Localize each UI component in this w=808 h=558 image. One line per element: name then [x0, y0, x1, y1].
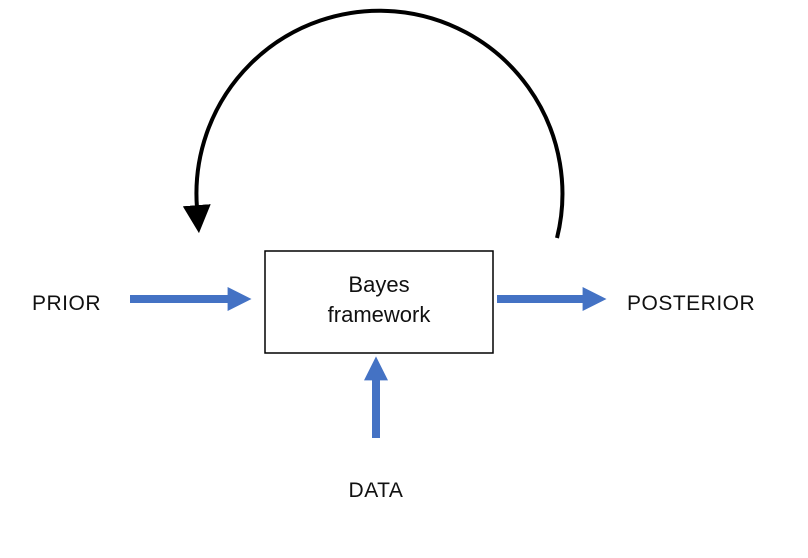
posterior-label: POSTERIOR: [627, 292, 755, 315]
bayes-framework-box: [264, 250, 494, 354]
prior-label: PRIOR: [32, 292, 101, 315]
feedback-loop-arrow: [182, 8, 565, 239]
bayes-framework-label-line1: Bayes: [348, 272, 409, 297]
data-label: DATA: [349, 479, 404, 502]
bayes-framework-label-line2: framework: [328, 302, 432, 327]
